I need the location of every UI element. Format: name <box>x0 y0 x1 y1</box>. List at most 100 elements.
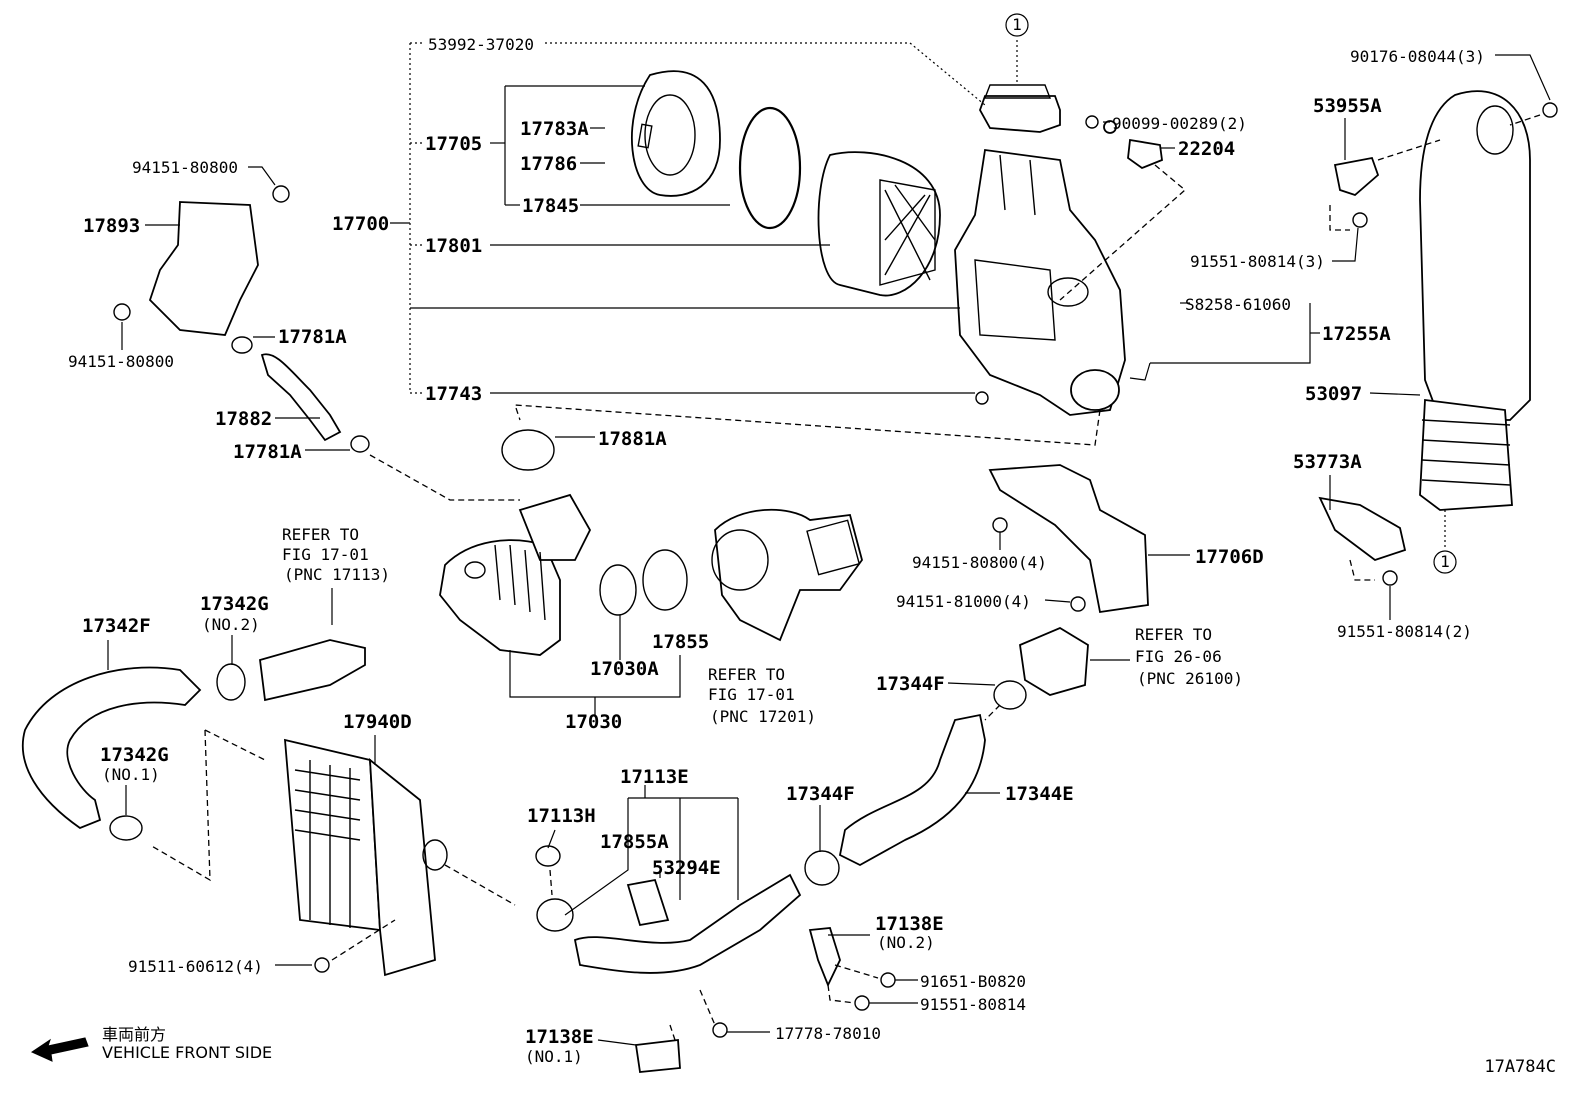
label-17783a[interactable]: 17783A <box>520 118 589 140</box>
bracket-17706d-drawing <box>988 464 1149 614</box>
label-53097[interactable]: 53097 <box>1305 383 1362 405</box>
label-17781a-top[interactable]: 17781A <box>278 326 347 348</box>
label-94151-80800-4[interactable]: 94151-80800(4) <box>912 553 1047 572</box>
bolt-17743-drawing <box>975 391 989 405</box>
vehicle-front-arrow-icon <box>30 1037 89 1062</box>
clamp-17344f-b-drawing <box>804 850 840 886</box>
bracket-17138e-no2-drawing <box>808 927 841 988</box>
clamp-17344f-a-drawing <box>993 680 1027 710</box>
label-17342g-no1[interactable]: 17342G <box>100 744 169 766</box>
hose-17882-drawing <box>260 353 342 442</box>
nut-94151-81000-drawing <box>1070 596 1086 612</box>
pipe-17113-drawing <box>259 639 366 702</box>
cap-53992-drawing <box>979 84 1061 133</box>
refer-note-17113-line2: FIG 17-01 <box>282 545 369 564</box>
clamp-17881a-drawing <box>501 429 555 471</box>
label-53294e[interactable]: 53294E <box>652 857 721 879</box>
bolt-90176-drawing <box>1542 102 1558 118</box>
filter-element-drawing <box>817 151 941 297</box>
label-91551-80814-3[interactable]: 91551-80814(3) <box>1190 252 1325 271</box>
label-17801[interactable]: 17801 <box>425 235 482 257</box>
label-s8258-61060[interactable]: S8258-61060 <box>1185 295 1291 314</box>
bolt-91511-drawing <box>314 957 330 973</box>
pipe-17113e-drawing <box>535 845 802 974</box>
label-53992-37020[interactable]: 53992-37020 <box>428 35 534 54</box>
sensor-22204-drawing <box>1103 120 1163 170</box>
label-17342g-no1-sub: (NO.1) <box>102 765 160 784</box>
label-17113h[interactable]: 17113H <box>527 805 596 827</box>
label-17855[interactable]: 17855 <box>652 631 709 653</box>
label-17705[interactable]: 17705 <box>425 133 482 155</box>
label-17138e-no1-sub: (NO.1) <box>525 1047 583 1066</box>
bracket-17138e-no1-drawing <box>634 1038 681 1073</box>
label-17781a-bottom[interactable]: 17781A <box>233 441 302 463</box>
ring-17855-drawing <box>642 549 688 611</box>
label-17030a[interactable]: 17030A <box>590 658 659 680</box>
label-17743[interactable]: 17743 <box>425 383 482 405</box>
hose-17342f-drawing <box>21 666 202 830</box>
clamp-17342g-no2-drawing <box>216 663 246 701</box>
label-17342g-no2-sub: (NO.2) <box>202 615 260 634</box>
label-94151-80800-mid[interactable]: 94151-80800 <box>68 352 174 371</box>
bracket-53955a-drawing <box>1333 156 1380 197</box>
label-22204[interactable]: 22204 <box>1178 138 1235 160</box>
refer-note-26100-line2: FIG 26-06 <box>1135 647 1222 666</box>
label-17700[interactable]: 17700 <box>332 213 389 235</box>
label-17855a[interactable]: 17855A <box>600 831 669 853</box>
turbocharger-drawing <box>711 508 863 642</box>
label-94151-80800-top[interactable]: 94151-80800 <box>132 158 238 177</box>
refer-note-17113[interactable]: REFER TO FIG 17-01 (PNC 17113) <box>282 525 390 584</box>
refer-note-17113-line1: REFER TO <box>282 525 359 544</box>
ref-mark-bottom-text: 1 <box>1440 552 1450 571</box>
clamp-17781a-bot-drawing <box>350 435 370 453</box>
label-17344f-a[interactable]: 17344F <box>876 673 945 695</box>
label-17893[interactable]: 17893 <box>83 215 140 237</box>
ref-mark-top[interactable]: 1 <box>1005 13 1029 37</box>
label-17138e-no2-sub: (NO.2) <box>877 933 935 952</box>
label-17882[interactable]: 17882 <box>215 408 272 430</box>
bolt-17778-drawing <box>712 1022 728 1038</box>
label-17778-78010[interactable]: 17778-78010 <box>775 1024 881 1043</box>
hose-17344e-drawing <box>838 713 986 867</box>
label-17255a[interactable]: 17255A <box>1322 323 1391 345</box>
label-17344e[interactable]: 17344E <box>1005 783 1074 805</box>
label-17138e-no2[interactable]: 17138E <box>875 913 944 935</box>
label-53773a[interactable]: 53773A <box>1293 451 1362 473</box>
label-91551-80814[interactable]: 91551-80814 <box>920 995 1026 1014</box>
label-17786[interactable]: 17786 <box>520 153 577 175</box>
label-91511-60612[interactable]: 91511-60612(4) <box>128 957 263 976</box>
leader-lines <box>107 40 1551 1046</box>
label-90176-08044[interactable]: 90176-08044(3) <box>1350 47 1485 66</box>
label-17342g-no2[interactable]: 17342G <box>200 593 269 615</box>
label-17344f-b[interactable]: 17344F <box>786 783 855 805</box>
label-91551-80814-2[interactable]: 91551-80814(2) <box>1337 622 1472 641</box>
label-17845[interactable]: 17845 <box>522 195 579 217</box>
refer-note-17201[interactable]: REFER TO FIG 17-01 (PNC 17201) <box>708 665 816 726</box>
label-17030[interactable]: 17030 <box>565 711 622 733</box>
drawing-code: 17A784C <box>1484 1057 1556 1077</box>
label-17706d[interactable]: 17706D <box>1195 546 1264 568</box>
label-91651-b0820[interactable]: 91651-B0820 <box>920 972 1026 991</box>
label-17881a[interactable]: 17881A <box>598 428 667 450</box>
refer-note-26100-line1: REFER TO <box>1135 625 1212 644</box>
clamp-17781a-top-drawing <box>231 336 253 354</box>
label-17138e-no1[interactable]: 17138E <box>525 1026 594 1048</box>
label-17342f[interactable]: 17342F <box>82 615 151 637</box>
bolt-91551-single-drawing <box>854 995 870 1011</box>
ref-mark-bottom[interactable]: 1 <box>1433 550 1457 574</box>
label-17113e[interactable]: 17113E <box>620 766 689 788</box>
label-53955a[interactable]: 53955A <box>1313 95 1382 117</box>
refer-note-17201-line1: REFER TO <box>708 665 785 684</box>
air-duct-53097-drawing <box>1419 90 1531 511</box>
refer-note-26100[interactable]: REFER TO FIG 26-06 (PNC 26100) <box>1135 625 1243 688</box>
bolt-90099-drawing <box>1085 115 1099 129</box>
label-17940d[interactable]: 17940D <box>343 711 412 733</box>
vehicle-front-label: VEHICLE FRONT SIDE <box>102 1043 273 1062</box>
throttle-elbow-drawing <box>1019 626 1089 696</box>
clamp-17342g-no1-drawing <box>109 815 143 841</box>
refer-note-26100-line3: (PNC 26100) <box>1137 669 1243 688</box>
label-90099-00289[interactable]: 90099-00289(2) <box>1112 114 1247 133</box>
label-94151-81000-4[interactable]: 94151-81000(4) <box>896 592 1031 611</box>
